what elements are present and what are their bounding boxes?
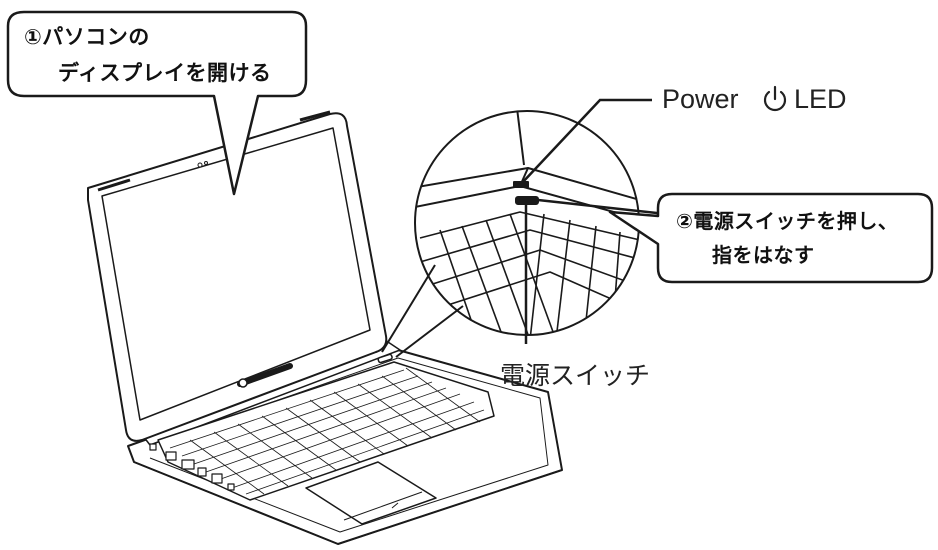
laptop-power-button xyxy=(377,353,393,364)
power-label: Power xyxy=(662,84,739,114)
zoom-connector-upper xyxy=(381,264,436,353)
display-screen xyxy=(101,127,371,421)
camera xyxy=(197,162,203,168)
power-icon xyxy=(763,85,787,112)
step2-line1: ②電源スイッチを押し、 xyxy=(676,209,899,233)
callout-step1 xyxy=(6,10,308,196)
led-pointer xyxy=(521,98,652,184)
zoom-connector-lower xyxy=(395,305,464,358)
led-label: LED xyxy=(794,84,847,114)
step1-line1: ①パソコンの xyxy=(24,25,150,49)
step2-pointer xyxy=(537,198,667,216)
callout-step2 xyxy=(608,192,934,284)
step2-line2: 指をはなす xyxy=(712,243,815,267)
touchpad xyxy=(305,461,437,525)
step1-line2: ディスプレイを開ける xyxy=(58,61,272,85)
power-switch-label: 電源スイッチ xyxy=(500,361,651,390)
laptop xyxy=(87,110,563,545)
